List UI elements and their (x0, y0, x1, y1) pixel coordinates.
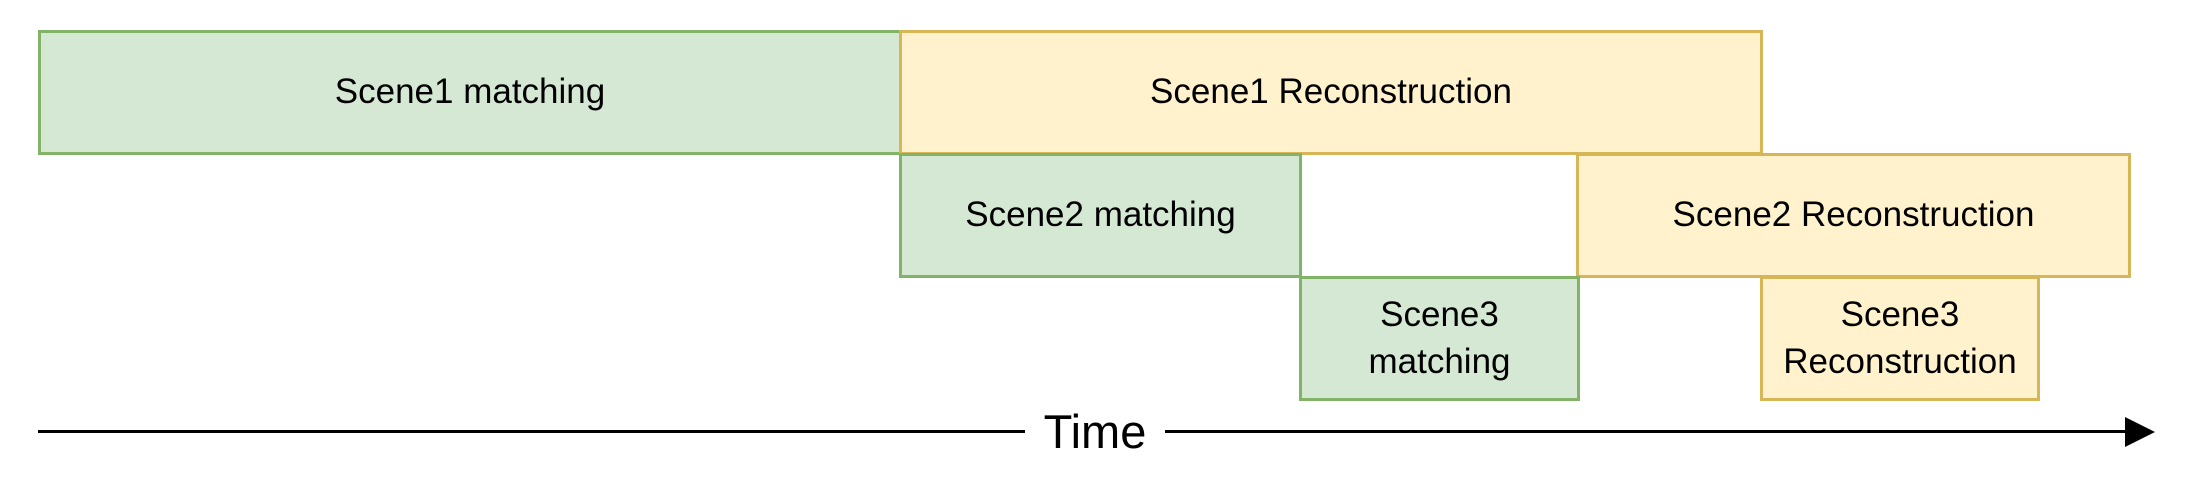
scene2-reconstruction-block: Scene2 Reconstruction (1576, 153, 2131, 278)
scene3-reconstruction-block: Scene3 Reconstruction (1760, 276, 2040, 401)
time-axis-label: Time (1025, 402, 1165, 460)
scene1-matching-block: Scene1 matching (38, 30, 902, 155)
scene3-matching-block: Scene3 matching (1299, 276, 1580, 401)
scene2-matching-block: Scene2 matching (899, 153, 1302, 278)
scene1-reconstruction-block: Scene1 Reconstruction (899, 30, 1763, 155)
time-axis-arrowhead-icon (2125, 417, 2155, 447)
